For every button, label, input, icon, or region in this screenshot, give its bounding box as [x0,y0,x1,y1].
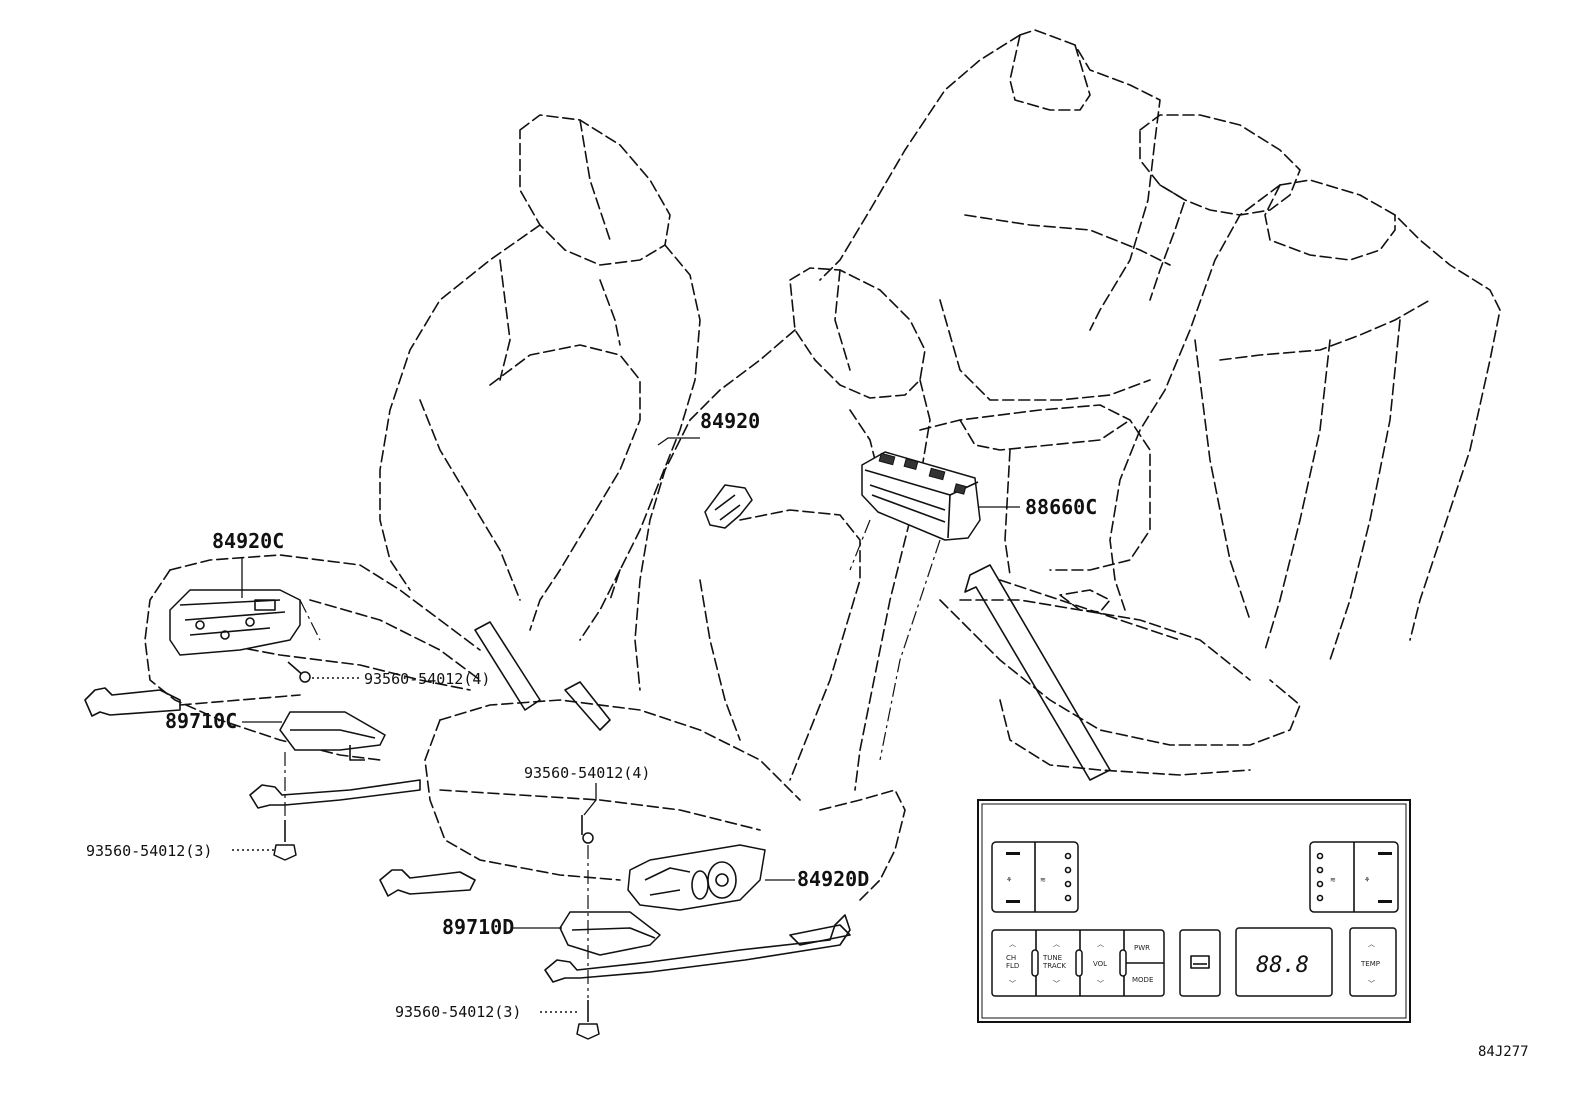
callouts: 84920 84920C 88660C 84920D 89710C 89710D… [86,409,1097,1021]
bolt-93560-left-3 [273,820,297,861]
ecu-89710d [559,911,661,956]
lcd-display: 88.8 [1235,927,1333,997]
seat-heat-right-group: ≋ ⚘ [1309,841,1399,913]
callout-84920: 84920 [700,409,760,433]
chevron-up-icon: ︿ [1053,940,1060,948]
switch-module-84920c [169,589,301,656]
callout-84920d: 84920D [797,867,869,891]
chevron-down-icon: ﹀ [1009,980,1016,988]
chevron-up-icon: ︿ [1097,940,1104,948]
callout-bolt-left-4: 93560-54012(4) [364,670,490,688]
bolt-93560-left-4 [287,661,311,683]
seat-heat-icon: ⚘ [1364,876,1370,884]
pwr-label: PWR [1134,944,1150,952]
seat-heat-icon: ⚘ [1006,876,1012,884]
callout-bolt-left-3: 93560-54012(3) [86,842,212,860]
right-front-seat [379,267,931,983]
temp-label: TEMP [1360,960,1380,968]
temp-button: ︿ TEMP ﹀ [1349,927,1397,997]
seat-ventilate-icon: ≋ [1040,876,1046,884]
chevron-down-icon: ﹀ [1053,980,1060,988]
seat-ventilate-icon: ≋ [1330,876,1336,884]
control-unit-88660c [861,451,981,541]
rear-seat [819,29,1501,776]
chevron-up-icon: ︿ [1368,940,1375,948]
callout-bolt-front-3: 93560-54012(3) [395,1003,521,1021]
switch-module-84920d [627,844,766,911]
ecu-89710c [279,711,386,761]
callout-88660c: 88660C [1025,495,1097,519]
callout-89710c: 89710C [165,709,237,733]
callout-89710d: 89710D [442,915,514,939]
left-front-seat [84,114,701,809]
control-panel-inset: ⚘ ≋ ≋ ⚘ [977,799,1411,1023]
callout-84920c: 84920C [212,529,284,553]
mode-label: MODE [1132,976,1153,984]
lcd-readout: 88.8 [1256,953,1309,978]
chevron-down-icon: ﹀ [1097,980,1104,988]
chevron-up-icon: ︿ [1009,940,1016,948]
display-button [1179,929,1221,997]
reference-code: 84J277 [1478,1044,1529,1060]
leader-lines [232,437,1111,1013]
clip-84920 [704,484,753,529]
bolt-93560-front-3 [576,1000,600,1040]
chevron-down-icon: ﹀ [1368,980,1375,988]
seat-heat-left-group: ⚘ ≋ [991,841,1079,913]
bolt-93560-front-4 [581,815,594,844]
callout-bolt-front-4: 93560-54012(4) [524,764,650,782]
vol-label: VOL [1093,960,1107,968]
